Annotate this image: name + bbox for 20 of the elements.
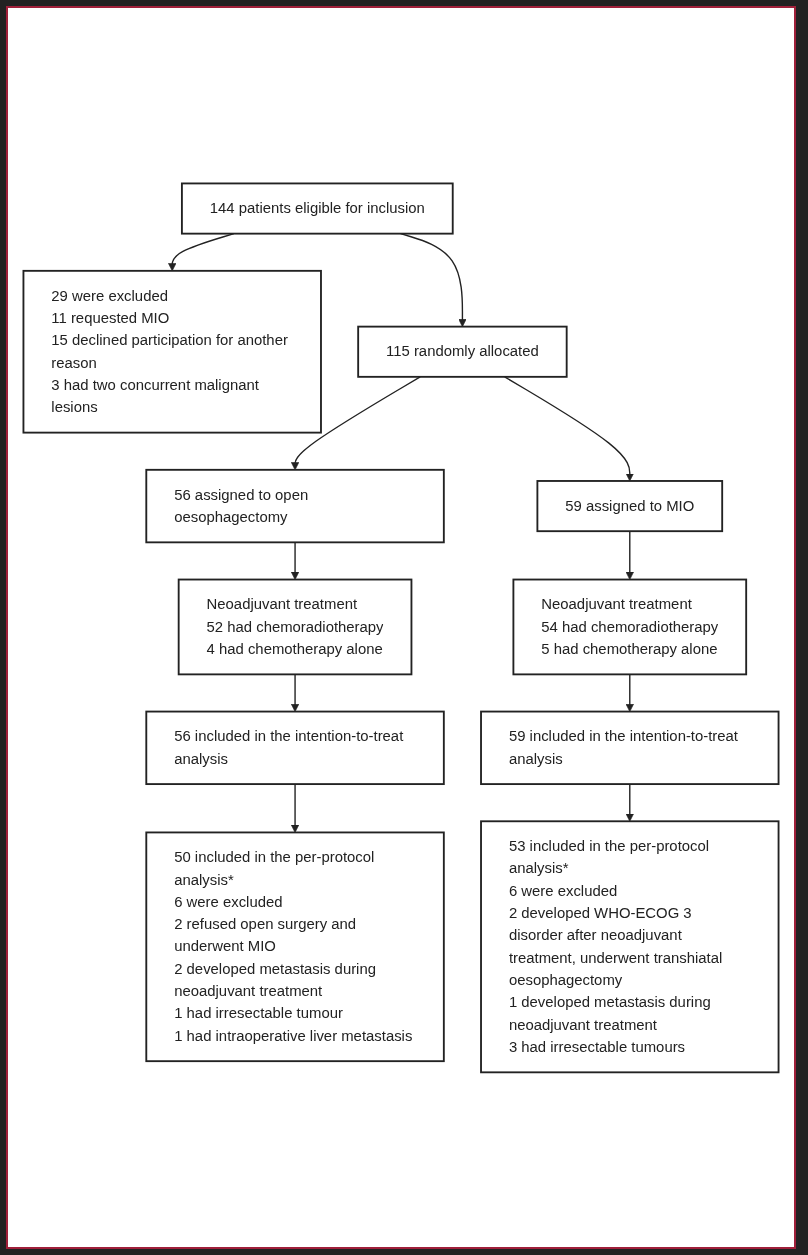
node-box [145, 831, 445, 1062]
arrow [625, 783, 634, 822]
node-box [145, 710, 445, 785]
node-box [357, 325, 568, 378]
arrow [290, 673, 300, 712]
node-box [145, 468, 445, 543]
arrow [290, 783, 300, 833]
arrow [290, 541, 300, 580]
node-box [22, 269, 322, 434]
node-box [480, 710, 780, 785]
node-box [181, 182, 454, 235]
arrow [503, 375, 634, 481]
node-box [177, 578, 413, 675]
arrow [290, 375, 421, 470]
arrow [625, 530, 634, 580]
arrow [625, 673, 634, 712]
figure-frame: 144 patients eligible for inclusion 29 were excluded 11 requested MIO 15 declined participation for another reason 3 had two concurrent malignant lesions 115 randomly allocated 56 assigned to open oesophagectomy 59 assigned to MIO Neoadjuvant treatment 52 had chemoradiotherapy 4 had chemotherapy alone Neoadjuvant treatment 54 had chemoradiotherapy 5 had chemotherapy alone 56 included in the intention-to-treat analysis 59 included in the intention-to-treat analysis 50 included in the per-protocol analysis* 6 were excluded 2 refused open surgery and underwent MIO 2 developed metastasis during neoadjuvant treatment 1 had irresectable tumour 1 had intraoperative liver metastasis 53 included in the per-protocol analysis* 6 were excluded 2 developed WHO-ECOG 3 disorder after neoadjuvant treatment, underwent transhiatal oesophagectomy 1 developed metastasis during neoadjuvant treatment 3 had irresectable tumours [6, 6, 796, 1249]
node-box [512, 578, 748, 675]
node-box [480, 819, 780, 1073]
node-box [536, 479, 724, 532]
